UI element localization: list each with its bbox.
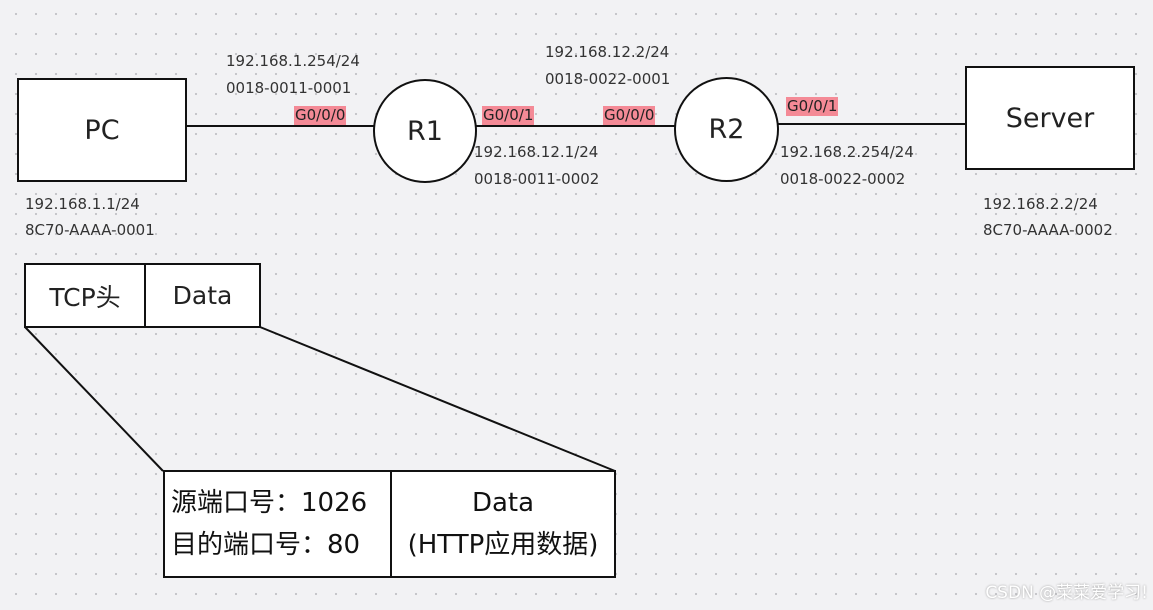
server-mac: 8C70-AAAA-0002 [983, 221, 1113, 239]
r2-g001-iface: G0/0/1 [786, 97, 839, 116]
router-r2: R2 [674, 77, 779, 182]
data-description: (HTTP应用数据) [407, 530, 599, 560]
data-detail-cell: Data (HTTP应用数据) [390, 470, 616, 578]
pc-ip: 192.168.1.1/24 [25, 195, 140, 213]
segment-data-label: Data [172, 281, 233, 310]
r1-g001-iface: G0/0/1 [482, 106, 535, 125]
r1-label: R1 [407, 115, 443, 147]
pc-node: PC [17, 78, 187, 182]
source-port: 源端口号：1026 [171, 488, 368, 518]
r2-g001-mac: 0018-0022-0002 [780, 170, 906, 188]
r2-g000-iface: G0/0/0 [603, 106, 656, 125]
r1-g000-iface: G0/0/0 [294, 106, 347, 125]
r2-g000-mac: 0018-0022-0001 [545, 70, 671, 88]
port-detail-cell: 源端口号：1026 目的端口号：80 [163, 470, 392, 578]
server-label: Server [1005, 102, 1095, 134]
watermark: CSDN @菜菜爱学习! [985, 583, 1148, 603]
r2-g000-ip: 192.168.12.2/24 [545, 43, 670, 61]
r2-label: R2 [708, 114, 745, 145]
pc-mac: 8C70-AAAA-0001 [25, 221, 155, 239]
destination-port: 目的端口号：80 [171, 530, 361, 560]
tcp-header-label: TCP头 [49, 282, 121, 312]
zoom-line-right [259, 326, 616, 472]
router-r1: R1 [373, 79, 477, 183]
r1-g000-mac: 0018-0011-0001 [226, 79, 352, 97]
r1-g001-ip: 192.168.12.1/24 [474, 143, 599, 161]
tcp-header-cell: TCP头 [24, 263, 146, 328]
zoom-line-left [24, 326, 164, 472]
server-ip: 192.168.2.2/24 [983, 195, 1098, 213]
r2-g001-ip: 192.168.2.254/24 [780, 143, 914, 161]
server-node: Server [965, 66, 1135, 170]
r1-g001-mac: 0018-0011-0002 [474, 170, 600, 188]
pc-label: PC [84, 114, 120, 146]
r1-g000-ip: 192.168.1.254/24 [226, 52, 360, 70]
segment-data-cell: Data [144, 263, 261, 328]
data-title: Data [471, 488, 535, 518]
